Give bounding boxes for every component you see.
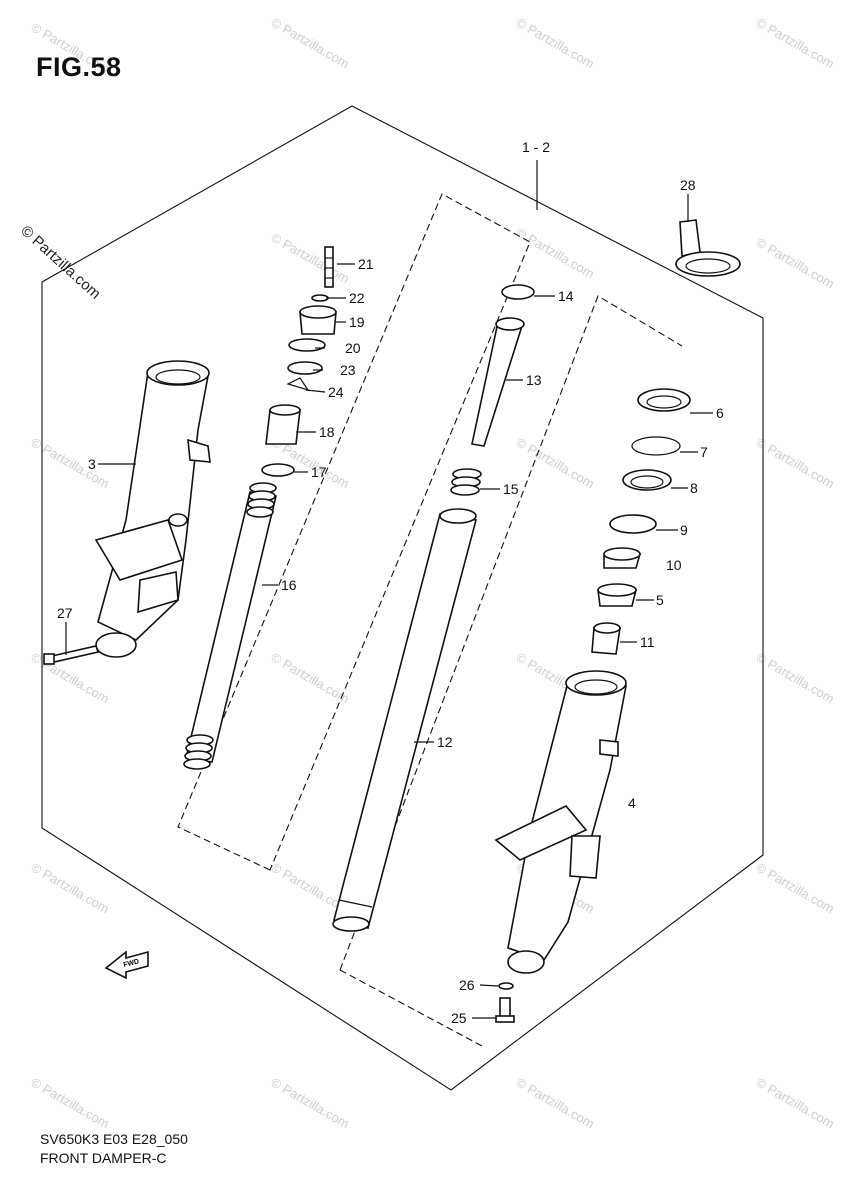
watermark: © Partzilla.com bbox=[514, 225, 597, 282]
callout-12: 12 bbox=[437, 734, 453, 750]
callout-24: 24 bbox=[328, 384, 344, 400]
watermark: © Partzilla.com bbox=[269, 1075, 352, 1132]
figure-title: FIG.58 bbox=[36, 52, 122, 82]
damper-group-outline-bottom bbox=[339, 969, 483, 1047]
callout-19: 19 bbox=[349, 314, 365, 330]
watermark: © Partzilla.com bbox=[269, 650, 352, 707]
clip-24 bbox=[286, 377, 310, 392]
dust-seal-6 bbox=[637, 388, 691, 412]
spacer-18 bbox=[265, 404, 301, 445]
callout-7: 7 bbox=[700, 444, 708, 460]
outer-tube-right bbox=[494, 670, 627, 974]
callout-labels: 1 - 2 3 4 5 6 7 8 9 10 11 12 13 14 15 16… bbox=[57, 139, 724, 1026]
o-ring-20 bbox=[288, 338, 326, 352]
guard-28 bbox=[675, 219, 741, 277]
watermark: © Partzilla.com bbox=[754, 15, 837, 72]
callout-16: 16 bbox=[281, 577, 297, 593]
callout-17: 17 bbox=[311, 464, 327, 480]
outer-tube-left bbox=[94, 360, 211, 658]
washer-17 bbox=[261, 463, 295, 477]
assembly-frame bbox=[41, 105, 764, 1091]
leader-lines bbox=[65, 160, 713, 1019]
oil-lock-piece-11 bbox=[591, 622, 621, 655]
callout-20: 20 bbox=[345, 340, 361, 356]
callout-18: 18 bbox=[319, 424, 335, 440]
callout-11: 11 bbox=[640, 634, 655, 650]
cap-bolt-19 bbox=[299, 305, 337, 335]
callout-26: 26 bbox=[459, 977, 475, 993]
damper-rod-13 bbox=[471, 317, 525, 447]
callout-13: 13 bbox=[526, 372, 542, 388]
inner-tube-12 bbox=[332, 508, 477, 932]
bolt-25 bbox=[495, 997, 515, 1023]
callout-9: 9 bbox=[680, 522, 688, 538]
bolt-27 bbox=[43, 645, 100, 665]
washer-26 bbox=[498, 982, 514, 990]
washer-23 bbox=[287, 361, 323, 375]
callout-3: 3 bbox=[88, 456, 96, 472]
callout-15: 15 bbox=[503, 481, 519, 497]
callout-14: 14 bbox=[558, 288, 574, 304]
callout-25: 25 bbox=[451, 1010, 467, 1026]
watermark: © Partzilla.com bbox=[514, 1075, 597, 1132]
callout-4: 4 bbox=[628, 795, 636, 811]
watermark: © Partzilla.com bbox=[754, 860, 837, 917]
front-direction-arrow: FWD bbox=[104, 950, 149, 980]
watermark: © Partzilla.com bbox=[269, 15, 352, 72]
o-ring-22 bbox=[311, 294, 329, 302]
fork-spring-16 bbox=[183, 482, 277, 770]
adjuster-21 bbox=[324, 246, 334, 288]
callout-27: 27 bbox=[57, 605, 73, 621]
watermark: © Partzilla.com bbox=[29, 860, 112, 917]
inner-tube-group-outline bbox=[177, 193, 531, 871]
figure-subtitle: FRONT DAMPER-C bbox=[40, 1150, 167, 1166]
front-arrow-label: FWD bbox=[123, 958, 140, 969]
callout-6: 6 bbox=[716, 405, 724, 421]
callout-5: 5 bbox=[656, 592, 664, 608]
bushing-10 bbox=[603, 547, 642, 569]
watermark: © Partzilla.com bbox=[29, 435, 112, 492]
watermark: © Partzilla.com bbox=[754, 235, 837, 292]
callout-10: 10 bbox=[666, 557, 682, 573]
watermark: © Partzilla.com bbox=[29, 1075, 112, 1132]
ring-14 bbox=[501, 284, 535, 300]
callout-28: 28 bbox=[680, 177, 696, 193]
watermark: © Partzilla.com bbox=[754, 1075, 837, 1132]
rebound-spring-15 bbox=[450, 468, 482, 496]
arrow-icon bbox=[104, 950, 149, 980]
figure-code: SV650K3 E03 E28_050 bbox=[40, 1131, 188, 1147]
watermark: © Partzilla.com bbox=[514, 15, 597, 72]
oil-seal-8 bbox=[622, 469, 672, 491]
watermark: © Partzilla.com bbox=[754, 435, 837, 492]
bushing-5 bbox=[597, 583, 638, 607]
callout-8: 8 bbox=[690, 480, 698, 496]
damper-group-outline bbox=[339, 295, 683, 971]
watermark-prominent: © Partzilla.com bbox=[17, 222, 103, 302]
callout-21: 21 bbox=[358, 256, 374, 272]
washer-9 bbox=[609, 514, 657, 534]
callout-1-2: 1 - 2 bbox=[522, 139, 550, 155]
stopper-ring-7 bbox=[631, 436, 681, 456]
callout-22: 22 bbox=[349, 290, 365, 306]
watermark: © Partzilla.com bbox=[754, 650, 837, 707]
watermark: © Partzilla.com bbox=[269, 230, 352, 287]
callout-23: 23 bbox=[340, 362, 356, 378]
